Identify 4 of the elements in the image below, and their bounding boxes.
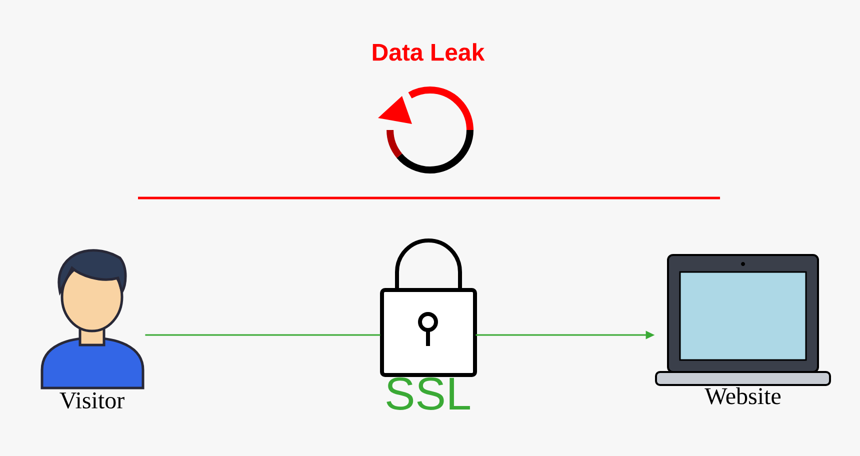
person: Visitor <box>60 392 124 409</box>
title: Data Leak <box>372 43 485 61</box>
laptop: Website <box>704 387 781 404</box>
padlock: SSL <box>386 377 470 410</box>
